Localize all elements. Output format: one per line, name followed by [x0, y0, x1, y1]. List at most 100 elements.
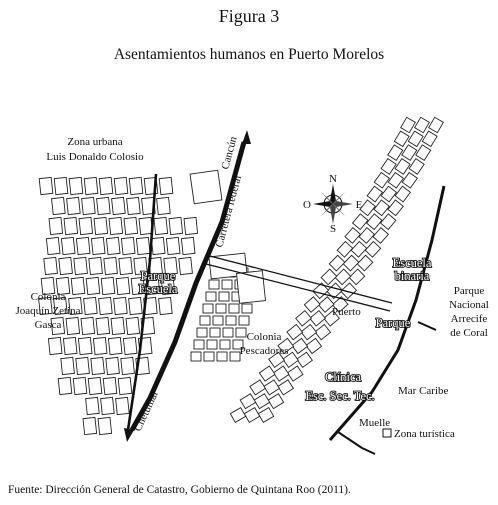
parque-nacional-label-1: Parque	[454, 285, 485, 297]
city-block	[128, 296, 143, 316]
city-block	[40, 276, 56, 296]
city-block	[387, 144, 404, 161]
city-block	[258, 365, 276, 382]
city-block	[93, 216, 109, 236]
city-block	[215, 303, 227, 314]
figure-number: Figura 3	[218, 6, 280, 26]
city-block	[81, 196, 96, 216]
compass-west-label: O	[303, 199, 311, 211]
city-block	[98, 176, 114, 196]
city-block	[107, 336, 123, 356]
city-block	[272, 365, 290, 382]
city-block	[53, 296, 68, 316]
city-block	[128, 176, 144, 196]
city-block	[60, 356, 75, 376]
city-block	[100, 276, 116, 296]
city-block	[344, 227, 362, 244]
city-block	[334, 268, 352, 286]
escuela-binaria-label-2: binaria	[395, 269, 430, 283]
tourist-zone-marker	[382, 428, 392, 438]
city-block	[393, 130, 410, 148]
city-block	[50, 316, 66, 336]
city-block	[57, 376, 73, 396]
city-block	[158, 176, 174, 196]
city-block	[359, 199, 376, 217]
city-block	[364, 240, 382, 258]
city-block	[62, 336, 78, 356]
compass-north-label: N	[329, 173, 337, 185]
city-block	[90, 236, 106, 256]
city-block	[120, 356, 135, 376]
city-block	[85, 396, 100, 416]
city-block	[110, 316, 126, 336]
mar-caribe-label: Mar Caribe	[398, 385, 449, 397]
city-block	[160, 276, 176, 296]
city-block	[126, 196, 141, 216]
city-block	[87, 376, 103, 396]
puerto-label: Puerto	[332, 306, 361, 318]
city-block	[235, 327, 247, 338]
parque-nacional-label-4: de Coral	[450, 327, 488, 339]
city-block	[156, 196, 171, 216]
city-block	[105, 356, 120, 376]
city-block	[268, 351, 285, 368]
city-block	[189, 169, 223, 205]
city-block	[68, 176, 84, 196]
parque-costa-label: Parque	[376, 316, 411, 330]
city-block	[282, 351, 299, 368]
escuela-binaria-label-1: Escuela	[393, 256, 432, 270]
muelle-label: Muelle	[359, 417, 390, 429]
city-block	[88, 256, 103, 276]
city-block	[83, 296, 98, 316]
city-block	[63, 216, 79, 236]
city-block	[219, 339, 231, 350]
city-block	[66, 196, 81, 216]
city-block	[373, 199, 390, 217]
chetumal-label: Chetumal	[132, 389, 161, 433]
city-block	[135, 236, 151, 256]
port-road	[205, 254, 393, 312]
city-block	[380, 185, 398, 203]
city-block	[111, 196, 126, 216]
esc-sec-tec-label: Esc. Sec. Tec.	[305, 389, 374, 403]
colonia-zetina-label-2: Joaquín Zetina	[15, 305, 80, 317]
city-block	[257, 407, 275, 423]
clinica-label: Clínica	[325, 370, 362, 384]
city-block	[43, 256, 58, 276]
city-block	[120, 236, 136, 256]
city-block	[122, 336, 138, 356]
city-block	[365, 213, 383, 231]
city-block	[85, 276, 101, 296]
city-block	[387, 171, 404, 189]
city-block	[97, 416, 113, 436]
city-block	[317, 296, 335, 313]
city-block	[356, 254, 374, 272]
city-block	[241, 303, 253, 314]
city-block	[328, 254, 346, 272]
city-block	[118, 256, 133, 276]
city-block	[165, 236, 181, 256]
compass-south-label: S	[330, 223, 336, 235]
city-block	[153, 216, 169, 236]
escuela-label: Escuela	[139, 282, 178, 296]
city-block	[202, 303, 214, 314]
city-block	[130, 276, 146, 296]
city-block	[336, 240, 354, 258]
city-block	[206, 339, 218, 350]
west-blocks	[38, 169, 266, 436]
city-block	[100, 396, 115, 416]
figure-title: Asentamientos humanos en Puerto Morelos	[113, 46, 385, 63]
city-block	[239, 393, 257, 410]
city-block	[168, 216, 184, 236]
city-block	[180, 236, 196, 256]
city-block	[205, 291, 217, 302]
city-block	[232, 339, 244, 350]
city-block	[68, 296, 83, 316]
city-block	[96, 196, 111, 216]
city-block	[55, 276, 71, 296]
city-block	[218, 291, 230, 302]
source-note: Fuente: Dirección General de Catastro, G…	[8, 484, 351, 496]
city-block	[103, 256, 118, 276]
federal-highway	[126, 141, 247, 432]
